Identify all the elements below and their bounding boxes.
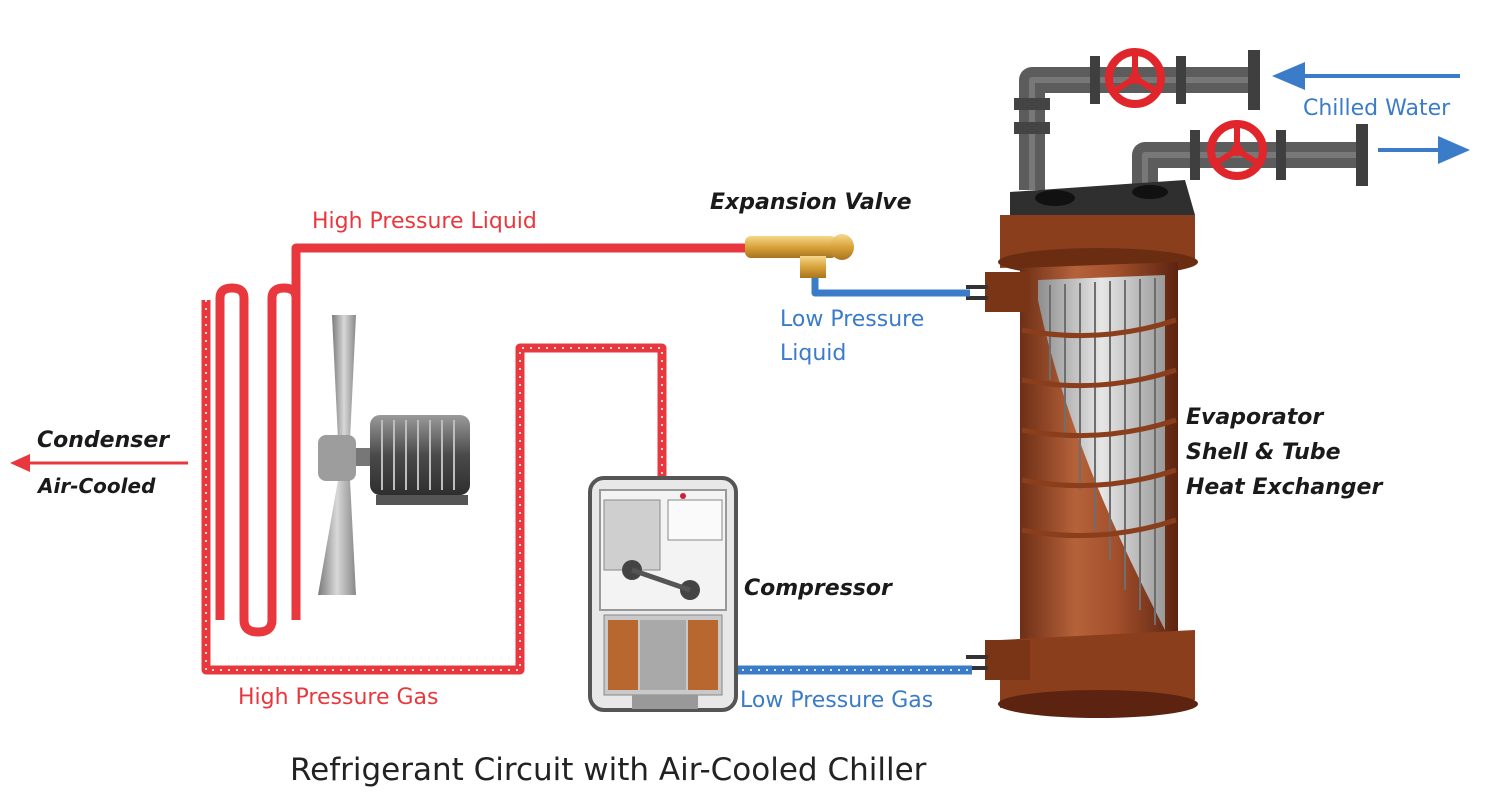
isolation-valve-upper [1105,48,1165,108]
chilled-water-arrow-in [1272,62,1460,90]
compressor [588,476,738,712]
expansion-valve [745,234,854,278]
evaporator-shell [966,180,1198,718]
label-low-pressure-liquid-line2: Liquid [780,341,847,366]
label-high-pressure-gas: High Pressure Gas [238,685,439,710]
condenser-coil [215,283,301,637]
chilled-water-arrow-out [1378,136,1470,164]
label-compressor: Compressor [744,576,892,601]
label-low-pressure-liquid-line1: Low Pressure [780,307,925,332]
chilled-water-piping [1014,50,1368,190]
label-low-pressure-gas: Low Pressure Gas [740,688,934,713]
label-evaporator: Evaporator [1186,405,1324,430]
label-shell-tube: Shell & Tube [1186,440,1341,465]
label-expansion-valve: Expansion Valve [710,190,912,215]
label-air-cooled: Air-Cooled [38,474,156,498]
diagram-title: Refrigerant Circuit with Air-Cooled Chil… [290,752,927,788]
fan-motor [370,415,470,505]
label-chilled-water: Chilled Water [1303,96,1451,121]
label-high-pressure-liquid: High Pressure Liquid [312,209,537,234]
isolation-valve-lower [1207,120,1267,180]
label-heat-exchanger: Heat Exchanger [1186,475,1383,500]
low-pressure-liquid-line [811,268,970,297]
label-condenser: Condenser [37,428,170,453]
condenser-fan [318,315,376,595]
condenser-heat-arrow [10,454,188,472]
